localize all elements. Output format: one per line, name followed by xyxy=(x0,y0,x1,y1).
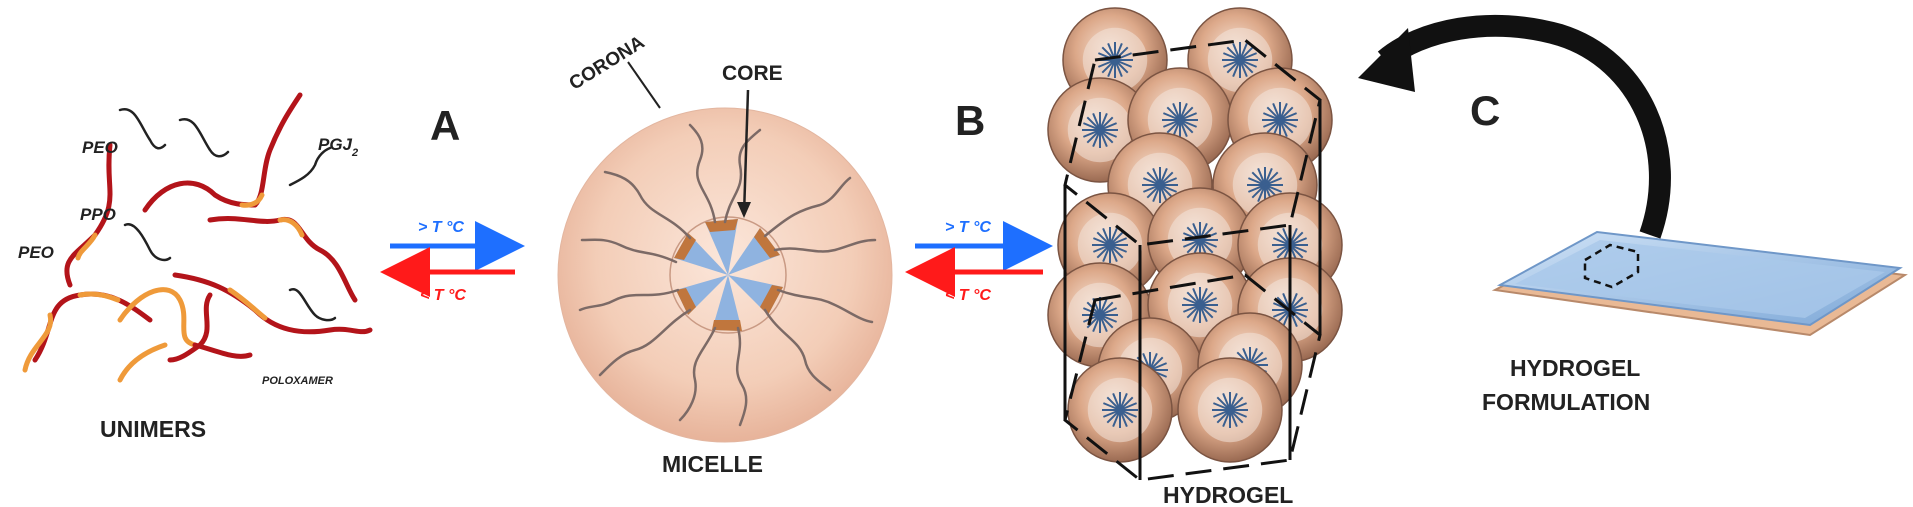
pgj2-molecules xyxy=(118,108,337,322)
core-pointer-head xyxy=(737,202,751,218)
micelle-sphere-16 xyxy=(1067,357,1173,463)
label-arrow-reverse-b: < T °C xyxy=(945,287,991,304)
label-core: CORE xyxy=(722,62,783,85)
label-arrow-forward-b: > T °C xyxy=(945,219,991,236)
petri-dish xyxy=(1491,230,1908,337)
label-poloxamer: POLOXAMER xyxy=(262,375,333,387)
label-peo-top: PEO xyxy=(82,138,118,157)
label-step-b: B xyxy=(955,97,985,144)
label-formulation-line1: HYDROGEL xyxy=(1510,355,1640,381)
unimers-panel: PEO PPO PEO PGJ2 POLOXAMER UNIMERS xyxy=(18,92,373,442)
poloxamer-chains xyxy=(22,92,373,383)
dish-hexagon xyxy=(1583,243,1640,289)
label-corona: CORONA xyxy=(566,32,649,95)
core-pointer xyxy=(742,89,750,216)
hydrogel-unit-cell-edges xyxy=(1063,100,1322,480)
label-micelle: MICELLE xyxy=(662,451,763,477)
arrow-curved-c xyxy=(1377,14,1671,239)
label-pgj2-main: PGJ xyxy=(318,135,353,154)
step-b-arrows: B > T °C < T °C xyxy=(905,97,1053,304)
label-ppo: PPO xyxy=(80,205,116,224)
micelle-core-boundary xyxy=(669,216,787,334)
step-a-arrows: A > T °C < T °C xyxy=(380,102,525,304)
label-unimers: UNIMERS xyxy=(100,416,206,442)
label-step-c: C xyxy=(1470,87,1500,134)
label-pgj2: PGJ2 xyxy=(318,135,358,159)
micelle-corona-chains xyxy=(578,123,877,427)
micelle-panel: CORONA CORE MICELLE xyxy=(557,32,893,477)
label-arrow-forward-a: > T °C xyxy=(418,219,464,236)
arrow-curved-c-head xyxy=(1358,28,1415,92)
label-arrow-reverse-a: < T °C xyxy=(420,287,466,304)
micelle-sphere xyxy=(557,107,893,443)
label-step-a: A xyxy=(430,102,460,149)
micelle-core-wedges xyxy=(674,219,783,331)
corona-pointer xyxy=(627,61,661,109)
label-formulation-line2: FORMULATION xyxy=(1482,389,1650,415)
label-pgj2-subscript: 2 xyxy=(351,147,358,159)
label-peo-bottom: PEO xyxy=(18,243,54,262)
micelle-sphere-17 xyxy=(1177,357,1283,463)
step-c-panel: C HYDROGEL FORMULATION xyxy=(1358,14,1908,415)
label-hydrogel: HYDROGEL xyxy=(1163,482,1293,507)
